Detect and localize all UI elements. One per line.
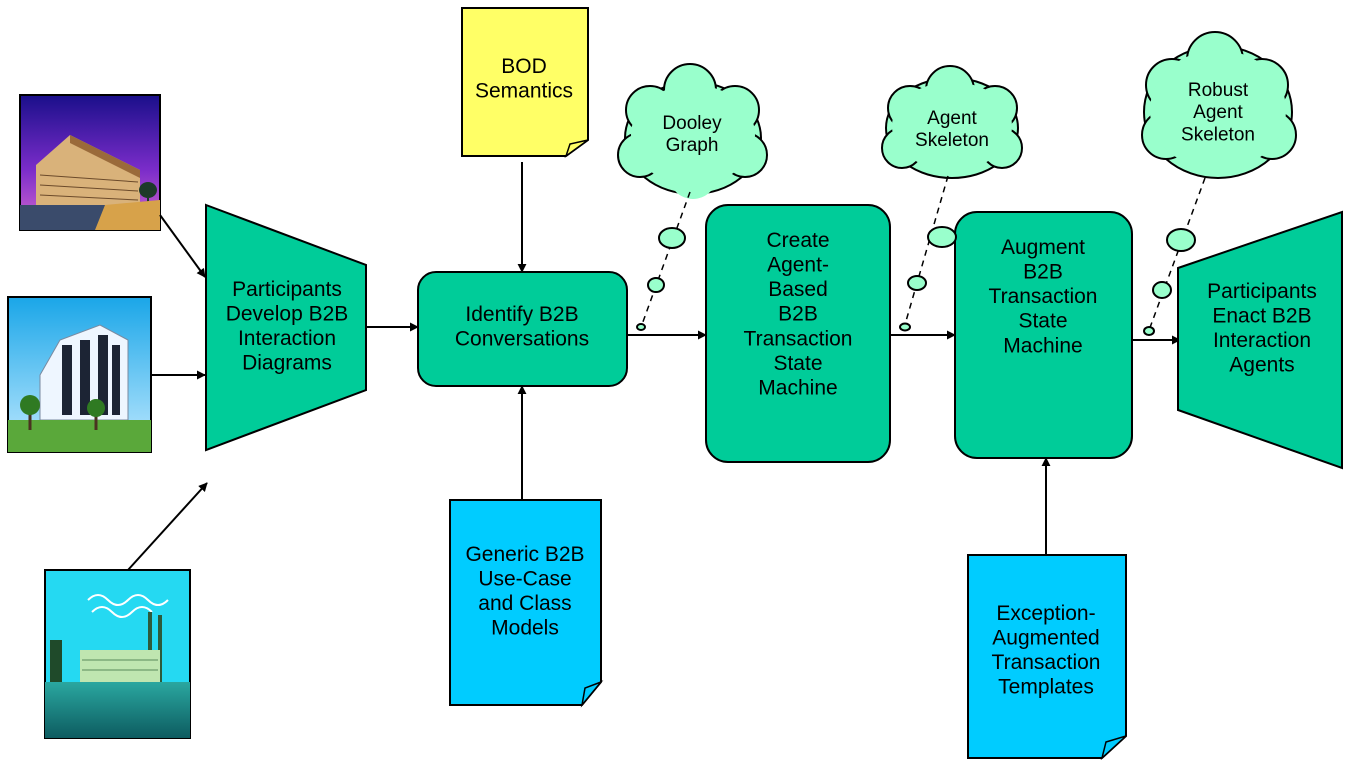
- create-agent-machine-box: [705, 204, 891, 463]
- robust-agent-skeleton-label-line: Robust: [1188, 80, 1249, 101]
- participants-enact-label-line: Agents: [1229, 354, 1294, 377]
- augment-machine-label-line: Transaction: [989, 285, 1098, 308]
- robust-agent-skeleton-label-line: Skeleton: [1181, 124, 1255, 145]
- participants-develop-shape: [205, 203, 367, 452]
- bod-semantics-label-line: Semantics: [475, 80, 573, 103]
- generic-models-label-line: Models: [491, 617, 559, 640]
- identify-conversations-label-line: Identify B2B: [465, 303, 578, 326]
- participants-enact-label-line: Interaction: [1213, 329, 1311, 352]
- thought-bubbles: [636, 226, 1196, 336]
- generic-models-label-line: Use-Case: [478, 568, 571, 591]
- augment-machine-label-line: B2B: [1023, 261, 1063, 284]
- modern-office-building-icon: [7, 296, 152, 453]
- dooley-graph-label-line: Dooley: [662, 113, 722, 134]
- office-building-photo-icon: [19, 94, 161, 231]
- thought-trails: [639, 175, 1206, 334]
- robust-agent-skeleton-label-line: Agent: [1193, 102, 1243, 123]
- identify-conversations-label-line: Conversations: [455, 328, 589, 351]
- create-agent-machine-label-line: Agent-: [767, 254, 829, 277]
- agent-skeleton-cloud: [881, 65, 1023, 179]
- generic-models-fold: [580, 680, 604, 708]
- dooley-graph-label-line: Graph: [666, 135, 719, 156]
- arrow-building3-to-develop: [127, 482, 208, 571]
- connectors: [127, 162, 1181, 571]
- participants-enact-shape: [1177, 210, 1343, 470]
- exception-templates-fold: [1100, 735, 1127, 761]
- exception-templates-label-line: Exception-: [996, 602, 1095, 625]
- create-agent-machine-label-line: Create: [766, 229, 829, 252]
- create-agent-machine-label-line: State: [773, 352, 822, 375]
- create-agent-machine-label-line: Transaction: [744, 327, 853, 350]
- exception-templates-label-line: Transaction: [992, 651, 1101, 674]
- create-agent-machine-label-line: B2B: [778, 303, 818, 326]
- participants-develop-label-line: Interaction: [238, 327, 336, 350]
- augment-machine-label-line: Machine: [1003, 334, 1082, 357]
- robust-agent-skeleton-cloud: [1141, 31, 1297, 179]
- generic-models-label-line: and Class: [478, 592, 571, 615]
- bod-semantics-fold: [564, 139, 589, 158]
- exception-templates-label-line: Templates: [998, 676, 1094, 699]
- create-agent-machine-label-line: Based: [768, 278, 828, 301]
- participants-develop-label-line: Develop B2B: [226, 303, 349, 326]
- generic-models-label-line: Generic B2B: [465, 543, 584, 566]
- participants-enact-label-line: Enact B2B: [1212, 305, 1311, 328]
- participants-enact-label-line: Participants: [1207, 280, 1317, 303]
- identify-conversations-box: [417, 271, 628, 387]
- agent-skeleton-label-line: Skeleton: [915, 130, 989, 151]
- dooley-graph-cloud: [617, 63, 768, 199]
- factory-waterfront-icon: [44, 569, 191, 739]
- augment-machine-box: [954, 211, 1133, 459]
- participants-develop-label-line: Participants: [232, 278, 342, 301]
- create-agent-machine-label-line: Machine: [758, 376, 837, 399]
- agent-skeleton-label-line: Agent: [927, 108, 977, 129]
- augment-machine-label-line: State: [1018, 310, 1067, 333]
- bod-semantics-label-line: BOD: [501, 55, 547, 78]
- arrow-building1-to-develop: [159, 214, 206, 278]
- augment-machine-label-line: Augment: [1001, 236, 1085, 259]
- exception-templates-label-line: Augmented: [992, 627, 1099, 650]
- participants-develop-label-line: Diagrams: [242, 352, 332, 375]
